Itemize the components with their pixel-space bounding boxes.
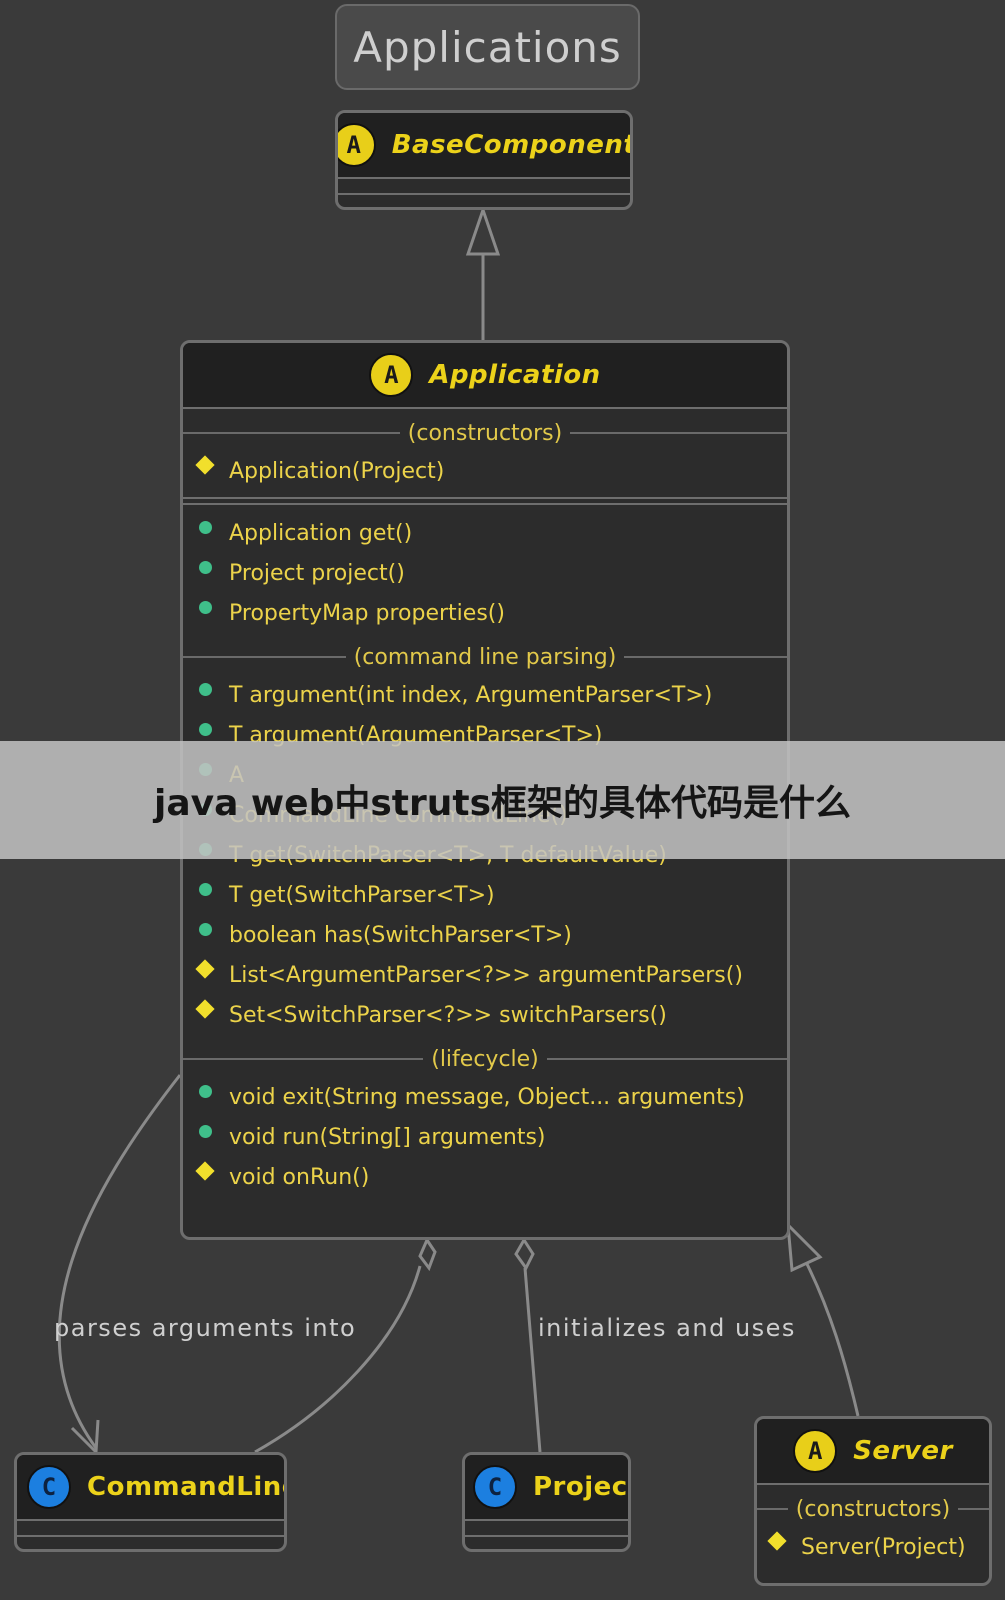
class-header: A Application (183, 343, 787, 407)
class-member[interactable]: Application(Project) (183, 451, 787, 491)
member-signature: T get(SwitchParser<T>) (229, 882, 495, 908)
edge-label-initializes: initializes and uses (538, 1314, 796, 1342)
protected-member-diamond-icon (195, 999, 215, 1019)
public-member-dot-icon (199, 682, 212, 696)
class-member[interactable]: Server(Project) (757, 1527, 989, 1567)
inheritance-arrowhead-server (786, 1221, 823, 1273)
concrete-class-icon: C (27, 1465, 71, 1509)
section-label: (constructors) (757, 1491, 989, 1527)
class-commandline[interactable]: C CommandLine (14, 1452, 287, 1552)
class-member[interactable]: T argument(int index, ArgumentParser<T>) (183, 675, 787, 715)
class-header: A Server (757, 1419, 989, 1483)
section-label: (constructors) (183, 415, 787, 451)
section-label-text: (constructors) (407, 420, 563, 446)
banner-title: java web中struts框架的具体代码是什么 (153, 783, 852, 824)
edge-server-extends-application (804, 1261, 860, 1417)
compartment-divider (17, 1535, 284, 1537)
class-header: A BaseComponent (338, 113, 630, 177)
class-member[interactable]: Set<SwitchParser<?>> switchParsers() (183, 995, 787, 1035)
class-member[interactable]: void run(String[] arguments) (183, 1117, 787, 1157)
section-label: (lifecycle) (183, 1041, 787, 1077)
overlay-banner: java web中struts框架的具体代码是什么 (0, 741, 1005, 859)
public-member-dot-icon (199, 520, 212, 534)
abstract-class-icon: A (369, 353, 414, 397)
compartment-divider (757, 1483, 989, 1485)
compartment-divider (183, 407, 787, 409)
protected-member-diamond-icon (195, 959, 215, 979)
protected-member-diamond-icon (767, 1531, 787, 1551)
public-member-dot-icon (199, 882, 212, 896)
member-signature: Project project() (229, 560, 405, 586)
class-member[interactable]: Application get() (183, 513, 787, 553)
public-member-dot-icon (199, 560, 212, 574)
public-member-dot-icon (199, 922, 212, 936)
empty-compartment (17, 1521, 284, 1535)
member-signature: PropertyMap properties() (229, 600, 505, 626)
protected-member-diamond-icon (195, 455, 215, 475)
abstract-class-icon: A (338, 123, 376, 167)
class-name: BaseComponent (391, 130, 633, 160)
public-member-dot-icon (199, 722, 212, 736)
public-member-dot-icon (199, 600, 212, 614)
compartment-divider (183, 503, 787, 505)
member-signature: Server(Project) (801, 1534, 966, 1560)
concrete-class-icon: C (473, 1465, 517, 1509)
empty-compartment (465, 1521, 628, 1535)
class-project[interactable]: C Project (462, 1452, 631, 1552)
class-name: Project (533, 1472, 631, 1502)
inheritance-arrowhead (465, 205, 501, 256)
class-member[interactable]: List<ArgumentParser<?>> argumentParsers(… (183, 955, 787, 995)
class-name: CommandLine (87, 1472, 287, 1502)
section-label-text: (command line parsing) (353, 644, 617, 670)
protected-member-diamond-icon (195, 1161, 215, 1181)
public-member-dot-icon (199, 1124, 212, 1138)
member-signature: void exit(String message, Object... argu… (229, 1084, 745, 1110)
class-server[interactable]: A Server (constructors) Server(Project) (754, 1416, 992, 1586)
member-signature: T argument(int index, ArgumentParser<T>) (229, 682, 713, 708)
class-member[interactable]: PropertyMap properties() (183, 593, 787, 633)
section-label-text: (lifecycle) (431, 1046, 539, 1072)
class-member[interactable]: T get(SwitchParser<T>) (183, 875, 787, 915)
empty-compartment (338, 179, 630, 193)
edge-parses-arguments-into (57, 1074, 182, 1449)
aggregation-diamond-project (514, 1237, 535, 1271)
class-member[interactable]: void exit(String message, Object... argu… (183, 1077, 787, 1117)
class-header: C Project (465, 1455, 628, 1519)
class-member[interactable]: boolean has(SwitchParser<T>) (183, 915, 787, 955)
compartment-divider (17, 1519, 284, 1521)
public-member-dot-icon (199, 1084, 212, 1098)
member-signature: Set<SwitchParser<?>> switchParsers() (229, 1002, 667, 1028)
edge-label-parses: parses arguments into (54, 1314, 357, 1342)
class-basecomponent[interactable]: A BaseComponent (335, 110, 633, 210)
class-member[interactable]: void onRun() (183, 1157, 787, 1197)
aggregation-diamond-commandline (418, 1236, 437, 1272)
member-signature: boolean has(SwitchParser<T>) (229, 922, 572, 948)
class-name: Server (853, 1436, 953, 1466)
member-signature: void onRun() (229, 1164, 370, 1190)
package-label: Applications (335, 4, 640, 90)
compartment-divider (465, 1519, 628, 1521)
member-signature: List<ArgumentParser<?>> argumentParsers(… (229, 962, 743, 988)
edge-commandline-aggregation (254, 1265, 422, 1454)
compartment-divider (338, 177, 630, 179)
section-label: (command line parsing) (183, 639, 787, 675)
member-signature: Application(Project) (229, 458, 445, 484)
section-label-text: (constructors) (795, 1496, 951, 1522)
compartment-divider (465, 1535, 628, 1537)
edge-initializes-and-uses (523, 1267, 542, 1453)
compartment-divider (183, 497, 787, 499)
compartment-divider (338, 193, 630, 195)
abstract-class-icon: A (793, 1429, 838, 1473)
class-header: C CommandLine (17, 1455, 284, 1519)
class-member[interactable]: Project project() (183, 553, 787, 593)
member-signature: Application get() (229, 520, 413, 546)
class-name: Application (429, 360, 601, 390)
member-signature: void run(String[] arguments) (229, 1124, 546, 1150)
